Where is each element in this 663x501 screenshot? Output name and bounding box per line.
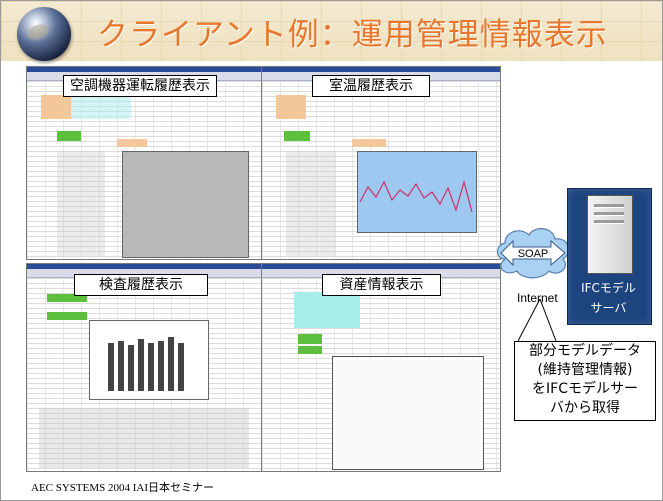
- server-label-line1: IFCモデル: [581, 281, 636, 295]
- blue-line-chart: [357, 151, 477, 233]
- panel-label-room-temp: 室温履歴表示: [312, 75, 430, 97]
- temperature-line: [359, 179, 473, 213]
- soap-cloud: SOAP: [491, 223, 575, 283]
- screenshot-panel-assets: [261, 263, 501, 472]
- header-cell: [276, 95, 306, 119]
- panel-label-ac-history: 空調機器運転履歴表示: [63, 75, 217, 97]
- panel-sheet: [27, 278, 261, 471]
- cloud-icon: SOAP: [496, 228, 570, 279]
- callout-line3: をIFCモデルサー: [532, 381, 638, 397]
- server-slot: [594, 212, 624, 216]
- server-slot: [594, 204, 624, 208]
- value-cell: [352, 139, 386, 147]
- callout-line1: 部分モデルデータ: [529, 343, 641, 359]
- soap-label: SOAP: [518, 248, 549, 260]
- data-column: [57, 151, 105, 256]
- panel-label-assets: 資産情報表示: [322, 274, 441, 296]
- panel-sheet: [262, 278, 500, 471]
- footer-text: AEC SYSTEMS 2004 IAI日本セミナー: [31, 482, 215, 494]
- server-slot: [594, 220, 624, 224]
- panel-titlebar: [262, 264, 500, 269]
- detail-table: [332, 356, 484, 470]
- grey-chart: [122, 151, 249, 258]
- info-cell: [71, 95, 131, 119]
- bar-chart-svg: [108, 337, 184, 391]
- panel-sheet: [262, 81, 500, 259]
- callout-pointer: [517, 299, 557, 341]
- status-cell: [47, 294, 87, 302]
- data-column: [286, 151, 336, 256]
- panel-titlebar: [27, 67, 261, 72]
- status-cell: [284, 131, 310, 141]
- panel-titlebar: [262, 67, 500, 72]
- value-cell: [117, 139, 147, 147]
- header-grid-pattern: [1, 1, 662, 61]
- status-cell: [47, 312, 87, 320]
- screenshot-panel-ac-history: [26, 66, 262, 260]
- table-block: [39, 408, 249, 468]
- panel-label-inspection: 検査履歴表示: [74, 274, 208, 296]
- callout-box: 部分モデルデータ (維持管理情報) をIFCモデルサー バから取得: [514, 341, 656, 421]
- server-label-line2: サーバ: [590, 301, 627, 315]
- callout-line4: バから取得: [550, 400, 620, 416]
- status-cell: [298, 346, 322, 354]
- callout-line2: (維持管理情報): [537, 362, 633, 378]
- info-cell: [294, 292, 360, 328]
- server-label: IFCモデル サーバ: [567, 278, 650, 318]
- header-cell: [41, 95, 71, 119]
- status-cell: [298, 334, 322, 344]
- panel-sheet: [27, 81, 261, 259]
- internet-label: Internet: [517, 291, 558, 305]
- line-chart-svg: [359, 179, 473, 213]
- slide-title: クライアント例：運用管理情報表示: [97, 17, 608, 53]
- panel-titlebar: [27, 264, 261, 269]
- globe-icon: [17, 7, 71, 61]
- screenshot-panel-inspection: [26, 263, 262, 472]
- server-icon: [587, 195, 633, 274]
- status-cell: [57, 131, 81, 141]
- slide-header: クライアント例：運用管理情報表示: [1, 1, 662, 61]
- bar-chart: [89, 320, 209, 400]
